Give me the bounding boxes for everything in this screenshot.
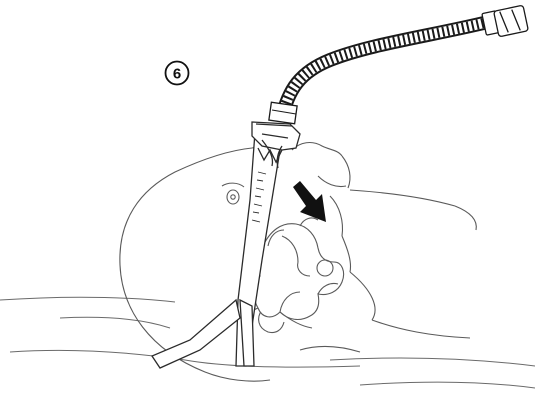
step-badge: 6 (166, 62, 189, 85)
step-number: 6 (173, 66, 181, 83)
tube-end-connector (482, 5, 529, 37)
arrow-down-right-icon (293, 181, 326, 222)
corrugated-tube (269, 22, 488, 124)
